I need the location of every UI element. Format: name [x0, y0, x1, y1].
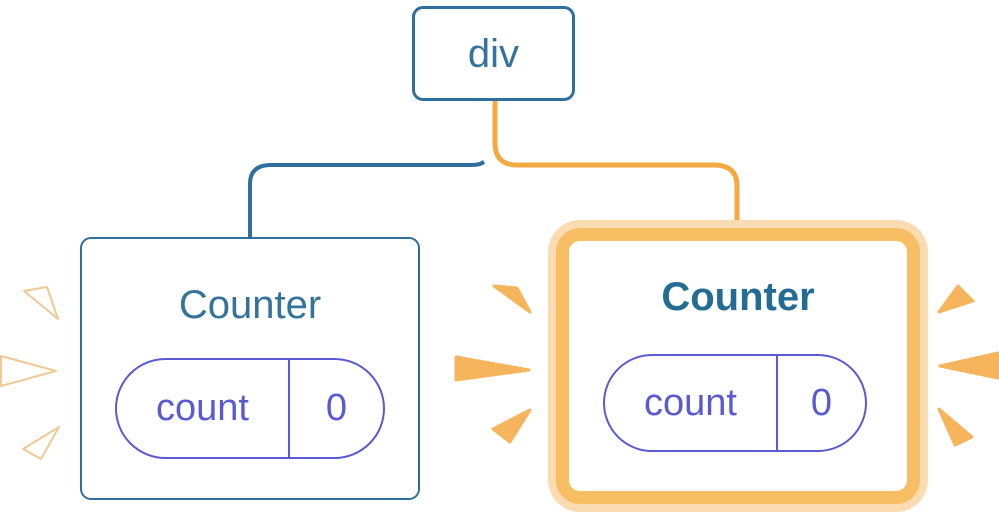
- left-counter-card: Counter count 0: [80, 237, 420, 500]
- right-counter-left-spark-icons: [454, 284, 532, 444]
- left-counter-spark-icons: [0, 286, 60, 460]
- pill-divider: [776, 356, 778, 450]
- left-counter-title: Counter: [178, 283, 322, 327]
- flash-spark-icon: [937, 407, 974, 447]
- tree-edge-left: [248, 101, 492, 240]
- flash-spark-icon: [938, 351, 999, 380]
- root-node-div: div: [412, 6, 575, 101]
- pill-divider: [288, 360, 290, 457]
- state-key-label: count: [156, 387, 249, 429]
- right-counter-state-pill: count 0: [603, 354, 867, 452]
- right-counter-title: Counter: [661, 275, 815, 319]
- state-key-label: count: [644, 381, 737, 424]
- state-value: 0: [325, 387, 348, 429]
- flash-spark-icon: [454, 355, 531, 382]
- right-counter-right-spark-icons: [937, 284, 999, 447]
- tree-edge-right: [492, 101, 740, 234]
- left-counter-state-pill: count 0: [115, 358, 385, 459]
- state-value: 0: [810, 381, 833, 424]
- flash-spark-icon: [937, 284, 975, 314]
- root-node-label: div: [467, 31, 520, 76]
- flash-spark-icon: [491, 408, 532, 444]
- flash-spark-icon: [492, 284, 532, 314]
- right-counter-card-highlighted: Counter count 0: [556, 228, 920, 504]
- flash-spark-icon: [23, 286, 59, 320]
- flash-spark-icon: [0, 355, 57, 387]
- flash-spark-icon: [22, 426, 60, 460]
